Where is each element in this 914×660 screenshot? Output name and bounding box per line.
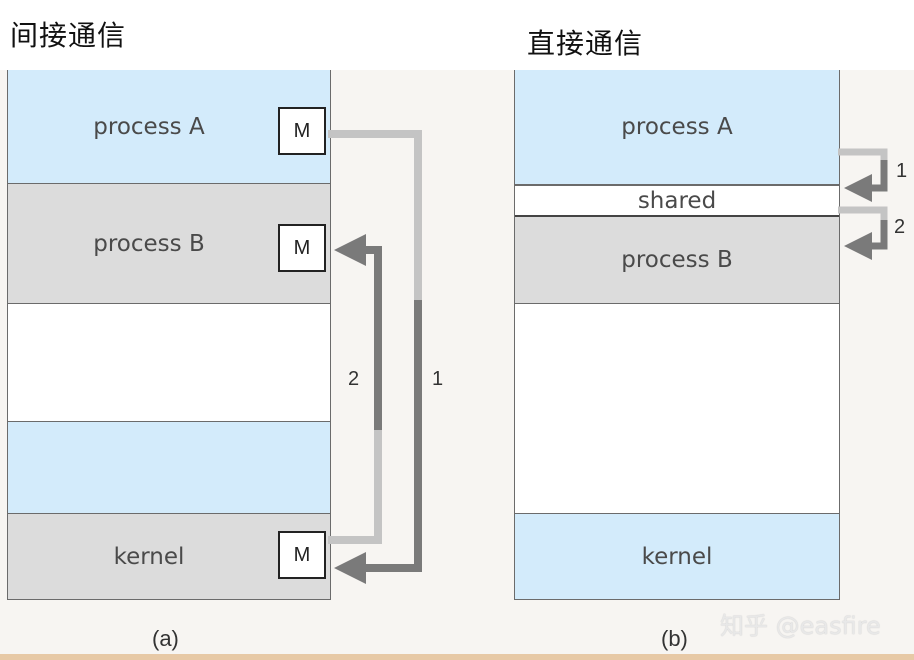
panel-a-arrow-2 — [328, 246, 382, 544]
panel-a-process-a: process A — [8, 70, 330, 184]
panel-a-message-box-process-a: M — [278, 107, 326, 155]
panel-b-arrow-2-head-segment — [844, 220, 888, 260]
panel-a-process-b-label: process B — [93, 230, 205, 257]
panel-a-arrow-2-head-segment — [334, 234, 382, 430]
panel-a-message-box-kernel: M — [278, 531, 326, 579]
panel-a-message-box-process-b: M — [278, 224, 326, 272]
panel-a-kernel-label: kernel — [113, 543, 185, 570]
panel-b-process-a: process A — [515, 70, 839, 185]
panel-b-arrow-1 — [838, 148, 888, 192]
panel-a-arrow-1 — [328, 130, 422, 572]
bottom-edge — [0, 654, 914, 660]
panel-b-arrow-2-label: 2 — [894, 216, 906, 238]
watermark: 知乎 @easfire — [720, 612, 881, 640]
panel-a-process-b: process B — [8, 184, 330, 304]
title-direct-communication: 直接通信 — [527, 27, 644, 60]
panel-a-caption: (a) — [152, 626, 179, 651]
panel-a-arrow-2-label: 2 — [348, 368, 360, 390]
panel-b-free-space — [515, 304, 839, 514]
panel-a-arrow-1-head-segment — [334, 300, 422, 584]
panel-b-process-a-label: process A — [621, 114, 733, 140]
panel-b-process-b: process B — [515, 217, 839, 304]
panel-a-arrow-1-label: 1 — [432, 368, 444, 390]
title-indirect-communication: 间接通信 — [10, 19, 127, 52]
panel-b-kernel-label: kernel — [641, 543, 713, 570]
panel-b-shared-region: shared — [515, 185, 839, 217]
panel-b-process-b-label: process B — [621, 247, 733, 273]
panel-b-arrow-2 — [838, 206, 888, 250]
panel-b-arrow-1-head-segment — [844, 160, 888, 202]
panel-b-caption: (b) — [661, 626, 688, 651]
panel-a-process-a-label: process A — [93, 113, 205, 140]
panel-b-kernel: kernel — [515, 514, 839, 599]
panel-a-blue-block — [8, 422, 330, 514]
panel-a-free-space — [8, 304, 330, 422]
panel-b-shared-label: shared — [637, 187, 717, 214]
panel-b-arrow-1-label: 1 — [896, 160, 908, 182]
panel-b-memory: process A shared process B kernel — [514, 70, 840, 600]
panel-a-memory: process A process B kernel — [7, 70, 331, 600]
panel-a-kernel: kernel — [8, 514, 330, 599]
